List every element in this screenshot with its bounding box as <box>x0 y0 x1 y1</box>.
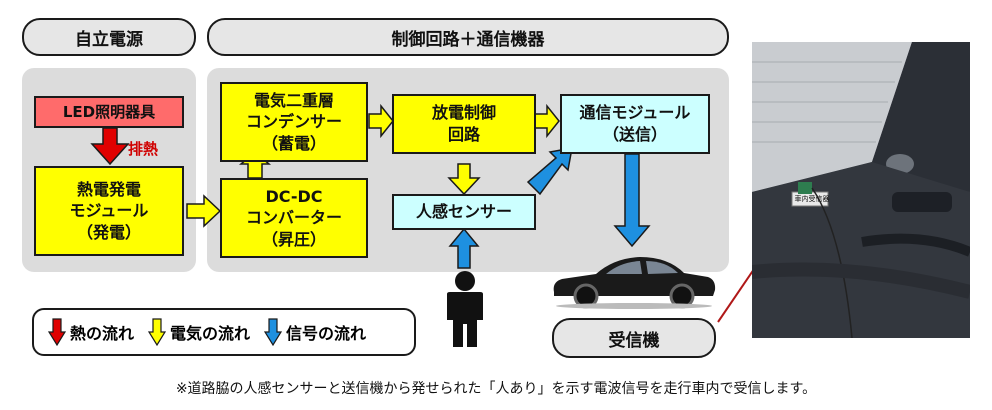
car-icon <box>553 257 716 309</box>
power-arrow-edlc-discharge <box>368 103 394 139</box>
legend-signal-label: 信号の流れ <box>286 324 367 343</box>
thermo-line-3: （発電） <box>76 222 141 242</box>
thermoelectric-module-box: 熱電発電 モジュール （発電） <box>34 166 184 256</box>
thermo-line-1: 熱電発電 <box>76 179 141 199</box>
edlc-line-1: 電気二重層 <box>253 90 334 110</box>
signal-arrow-comm-car <box>613 153 651 248</box>
person-icon <box>447 271 483 347</box>
discharge-line-2: 回路 <box>447 125 480 144</box>
heat-arrow-icon <box>48 318 66 346</box>
motion-sensor-box: 人感センサー <box>392 194 536 230</box>
signal-arrow-sensor-comm <box>526 147 573 196</box>
legend-signal: 信号の流れ <box>264 318 366 346</box>
section-control-comm: 制御回路＋通信機器 <box>207 18 729 56</box>
electricity-arrow-icon <box>148 318 167 346</box>
discharge-control-box: 放電制御 回路 <box>392 94 536 154</box>
heat-arrow <box>90 127 130 166</box>
power-arrow-discharge-comm <box>534 103 560 139</box>
thermo-line-2: モジュール <box>69 201 149 221</box>
caption: ※道路脇の人感センサーと送信機から発せられた「人あり」を示す電波信号を走行車内で… <box>175 381 817 397</box>
photo-receiver-tag: 車内受信器 <box>794 195 830 203</box>
signal-arrow-person-sensor <box>448 227 480 269</box>
edlc-box: 電気二重層 コンデンサー （蓄電） <box>220 82 368 162</box>
dcdc-line-3: （昇圧） <box>261 229 326 249</box>
car-interior-illustration <box>752 42 970 338</box>
legend: 熱の流れ 電気の流れ 信号の流れ <box>32 308 416 356</box>
power-arrow-thermo-dcdc <box>186 194 222 228</box>
edlc-line-2: コンデンサー <box>245 112 342 132</box>
section-self-power: 自立電源 <box>22 18 196 56</box>
exhaust-heat-label: 排熱 <box>128 140 159 158</box>
signal-arrow-icon <box>264 318 283 346</box>
legend-heat-label: 熱の流れ <box>70 324 135 343</box>
comm-line-2: （送信） <box>602 125 667 144</box>
legend-electricity-label: 電気の流れ <box>170 324 251 343</box>
power-arrow-discharge-sensor <box>447 163 481 196</box>
receiver-label: 受信機 <box>552 318 716 358</box>
edlc-line-3: （蓄電） <box>261 133 326 153</box>
dcdc-line-1: DC-DC <box>265 186 323 206</box>
discharge-line-1: 放電制御 <box>431 103 496 123</box>
legend-electricity: 電気の流れ <box>148 318 250 346</box>
dcdc-line-2: コンバーター <box>245 208 342 228</box>
in-car-receiver-photo: 車内受信器 <box>752 42 970 338</box>
legend-heat: 熱の流れ <box>48 318 134 346</box>
comm-module-box: 通信モジュール （送信） <box>560 94 710 154</box>
dcdc-converter-box: DC-DC コンバーター （昇圧） <box>220 178 368 258</box>
led-fixture-box: LED照明器具 <box>34 96 184 128</box>
comm-line-1: 通信モジュール <box>579 103 691 123</box>
